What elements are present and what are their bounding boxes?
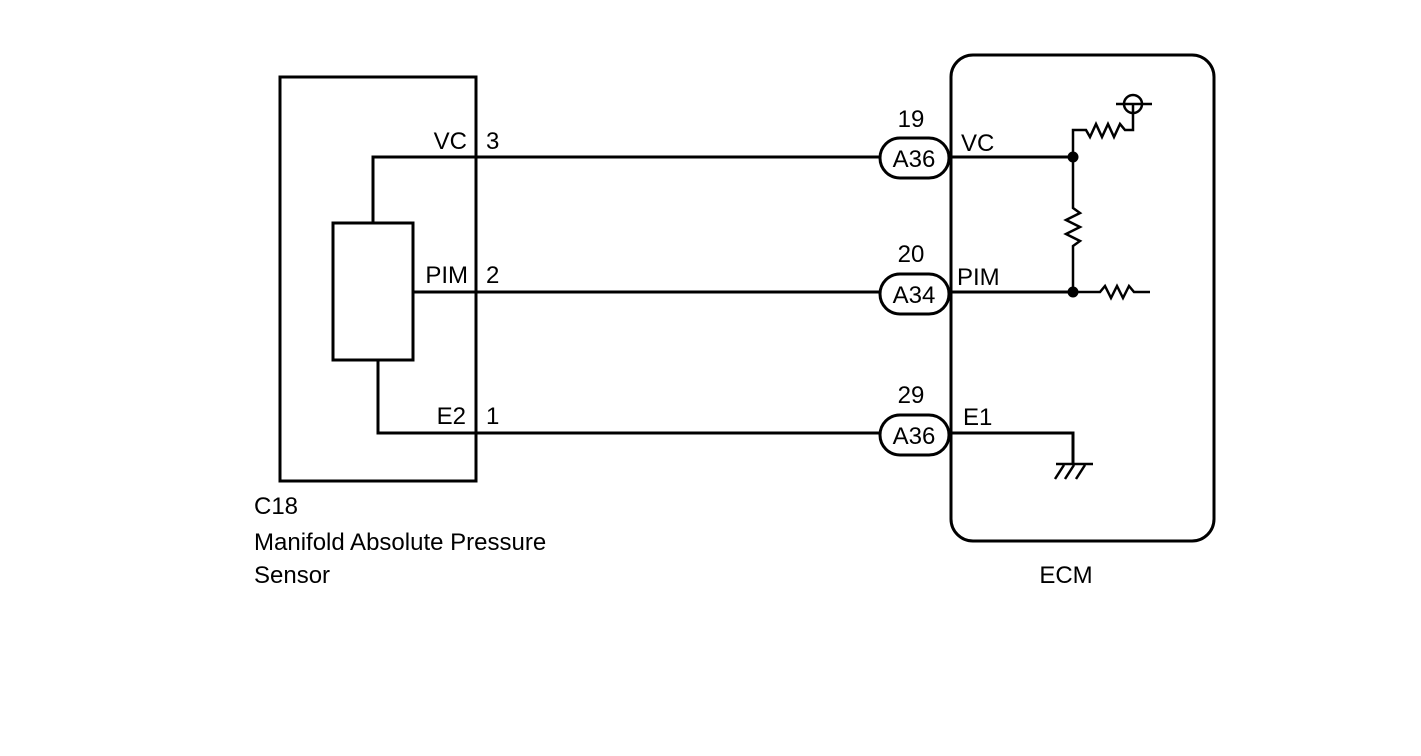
vc-supply-resistor (1071, 104, 1135, 157)
sensor-terminal-vc-pin: 3 (486, 128, 499, 155)
sensor-housing (278, 75, 478, 483)
sensor-name-line1: Manifold Absolute Pressure (254, 529, 546, 556)
junction-dot-pim (1067, 286, 1079, 298)
pim-input-resistor (1073, 283, 1150, 301)
ecm-connector-vc-code: A36 (893, 146, 936, 173)
ecm-label: ECM (1039, 562, 1092, 589)
sensor-terminal-vc-label: VC (434, 128, 467, 155)
ecm-internal-wire-e1 (949, 431, 1075, 463)
ecm-connector-pim-pin: 20 (898, 241, 925, 268)
sensor-internal-wire-vc (371, 155, 476, 223)
sensor-code: C18 (254, 493, 298, 520)
sensor-element (331, 221, 415, 362)
ecm-connector-vc-pin: 19 (898, 106, 925, 133)
ecm-connector-e1-code: A36 (893, 423, 936, 450)
junction-dot-vc (1067, 151, 1079, 163)
ground-icon (1053, 462, 1093, 480)
ecm-connector-pim-code: A34 (893, 282, 936, 309)
sensor-terminal-e2-pin: 1 (486, 403, 499, 430)
ecm-connector-e1-pin: 29 (898, 382, 925, 409)
ecm-terminal-vc-label: VC (961, 130, 994, 157)
ecm-connector-e1 (878, 413, 951, 457)
sensor-terminal-e2-label: E2 (437, 403, 466, 430)
sensor-terminal-pim-pin: 2 (486, 262, 499, 289)
ecm-terminal-e1-label: E1 (963, 404, 992, 431)
pull-resistor (1063, 157, 1083, 292)
ecm-housing (949, 53, 1216, 543)
ecm-connector-pim (878, 272, 951, 316)
sensor-terminal-pim-label: PIM (425, 262, 468, 289)
ecm-terminal-pim-label: PIM (957, 264, 1000, 291)
sensor-internal-wire-e2 (376, 360, 476, 435)
sensor-name-line2: Sensor (254, 562, 330, 589)
